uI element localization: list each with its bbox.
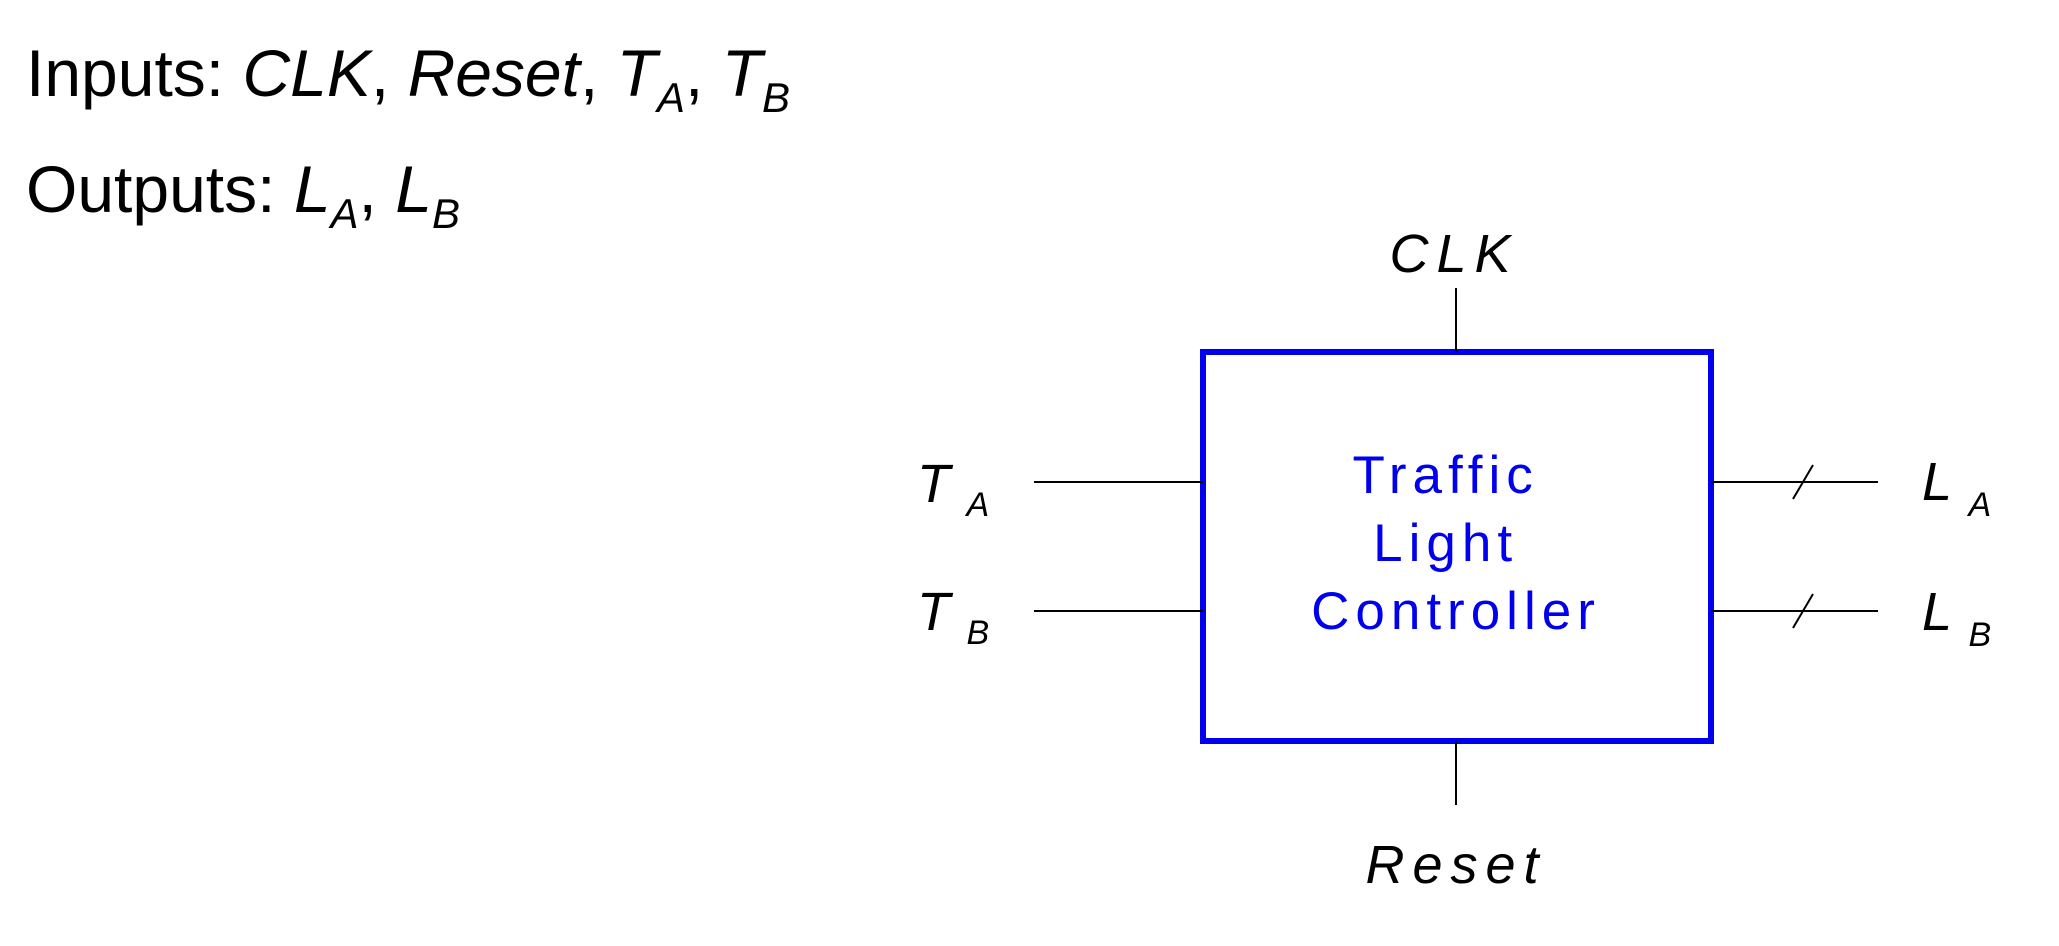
la-sub: A xyxy=(1967,486,1992,524)
controller-title-line-2: Light xyxy=(1373,514,1518,573)
la-main: L xyxy=(1922,452,1952,512)
tb-sub: B xyxy=(966,614,989,652)
outputs-label: Outputs: xyxy=(26,152,276,226)
lb-main: L xyxy=(1922,582,1952,642)
lb-label: L B xyxy=(1922,582,1991,654)
la-label: L A xyxy=(1922,452,1991,524)
clk-label: CLK xyxy=(1389,224,1518,284)
input-tb: TB xyxy=(721,36,791,121)
inputs-line: Inputs: CLK, Reset, TA, TB xyxy=(26,40,790,119)
la-bus-slash xyxy=(1792,464,1814,500)
tb-label: T B xyxy=(917,582,989,652)
inputs-label: Inputs: xyxy=(26,36,225,110)
tb-main: T xyxy=(917,582,954,642)
reset-label: Reset xyxy=(1365,835,1546,895)
ta-sub: A xyxy=(964,486,989,524)
controller-title: Traffic Light Controller xyxy=(1311,446,1601,641)
input-clk: CLK, xyxy=(242,36,408,110)
output-la: LA, xyxy=(293,152,396,237)
input-ta: TA, xyxy=(616,36,722,121)
controller-title-line-3: Controller xyxy=(1311,582,1601,641)
ta-main: T xyxy=(917,454,954,514)
lb-sub: B xyxy=(1969,616,1992,654)
input-reset: Reset, xyxy=(407,36,617,110)
output-lb: LB xyxy=(395,152,460,237)
controller-title-line-1: Traffic xyxy=(1352,446,1538,505)
lb-bus-slash xyxy=(1792,593,1814,629)
ta-label: T A xyxy=(917,454,989,524)
outputs-line: Outputs: LA, LB xyxy=(26,156,460,235)
